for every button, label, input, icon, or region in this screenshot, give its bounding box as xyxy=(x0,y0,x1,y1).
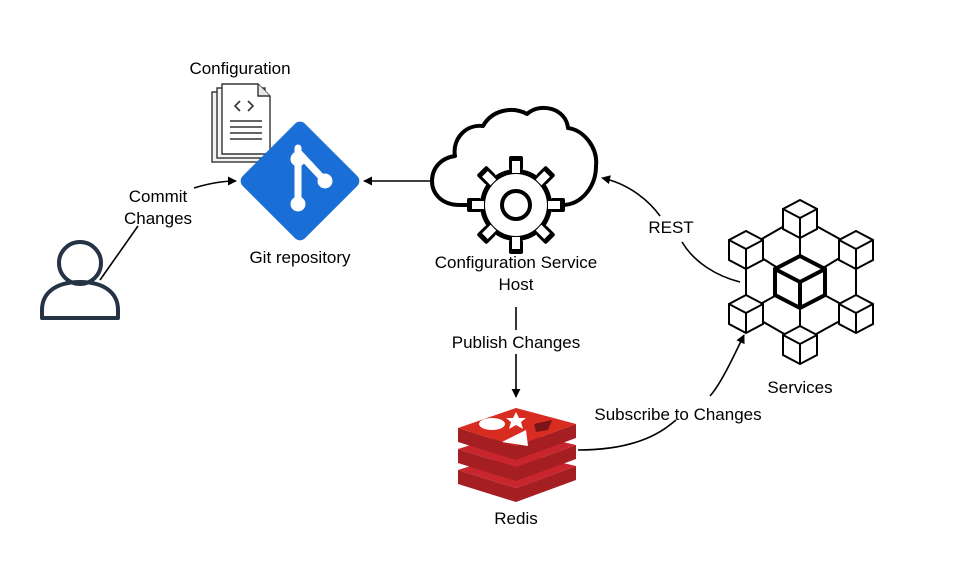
edge-rest-label: REST xyxy=(648,218,693,237)
edge-subscribe xyxy=(577,335,744,451)
config-service-label-line2: Host xyxy=(499,275,534,294)
edge-commit-line xyxy=(99,225,139,281)
edge-publish-label: Publish Changes xyxy=(452,333,581,352)
redis-label: Redis xyxy=(494,509,537,528)
user-icon xyxy=(40,240,120,320)
edge-commit-label-line2: Changes xyxy=(124,209,192,228)
git-logo-icon xyxy=(240,121,360,241)
edge-commit-label-line1: Commit xyxy=(129,187,188,206)
edge-commit-arrow xyxy=(193,176,237,189)
cloud-gear-icon xyxy=(430,105,599,254)
git-repository-label: Git repository xyxy=(249,248,351,267)
document-code-icon xyxy=(211,83,271,163)
config-service-label-line1: Configuration Service xyxy=(435,253,598,272)
edge-subscribe-label: Subscribe to Changes xyxy=(594,405,761,424)
configuration-label: Configuration xyxy=(189,59,290,78)
edge-rest-lower xyxy=(681,241,741,283)
redis-logo-icon xyxy=(458,408,576,502)
services-label: Services xyxy=(767,378,832,397)
edge-rest-upper xyxy=(601,175,661,217)
cube-network-icon xyxy=(728,198,874,366)
